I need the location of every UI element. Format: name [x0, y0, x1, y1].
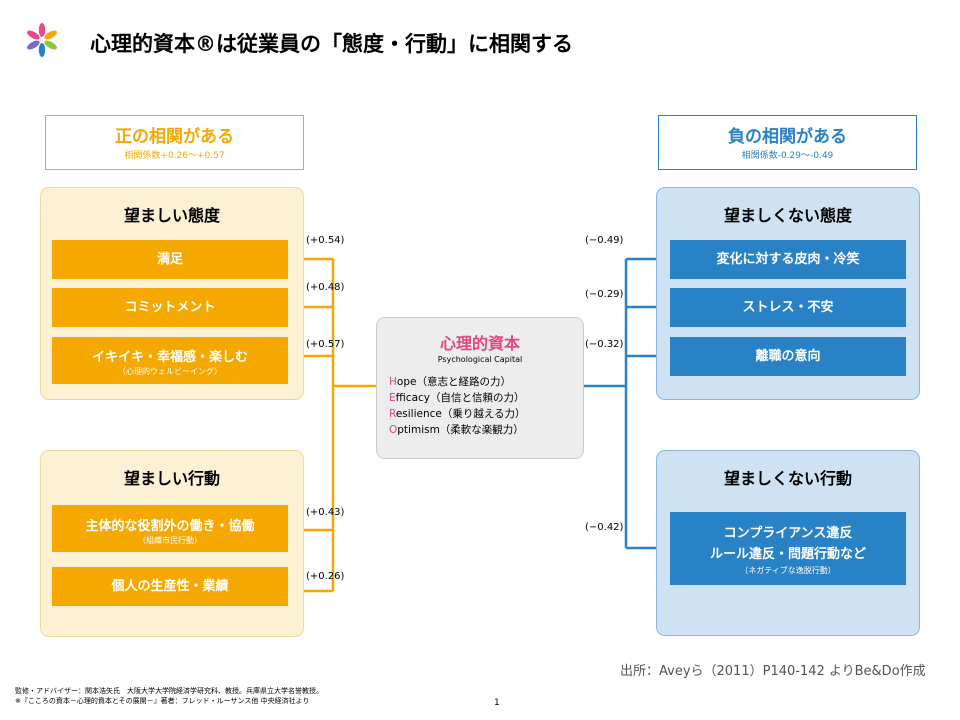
behavior-bar-sublabel: （組織市民行動） [138, 536, 202, 545]
flower-logo-icon [27, 23, 57, 57]
positive-range-text: 相関係数+0.26～+0.57 [124, 151, 225, 161]
attitude-bar-wellbeing: イキイキ・幸福感・楽しむ （心理的ウェルビーイング） [52, 337, 288, 384]
negative-range-text: 相関係数-0.29～-0.49 [741, 151, 834, 161]
hero-list: Hope（意志と経路の力） Efficacy（自信と信頼の力） Resilien… [389, 374, 583, 438]
center-subtitle: Psychological Capital [437, 355, 523, 364]
neg-behavior-bar-deviance: コンプライアンス違反 ルール違反・問題行動など （ネガティブな逸脱行動） [670, 512, 906, 585]
coef-cynicism: (−0.49) [585, 235, 624, 246]
neg-attitude-bar-label: 変化に対する皮肉・冷笑 [716, 252, 860, 267]
coef-citizenship: (+0.43) [306, 507, 345, 518]
page-number: 1 [494, 698, 500, 708]
attitude-bar-sublabel: （心理的ウェルビーイング） [118, 367, 222, 376]
hero-item-efficacy: Efficacy（自信と信頼の力） [389, 392, 525, 404]
neg-attitude-bar-cynicism: 変化に対する皮肉・冷笑 [670, 240, 906, 279]
attitude-bar-label: コミットメント [124, 300, 216, 315]
positive-correlation-heading: 正の相関がある 相関係数+0.26～+0.57 [45, 115, 304, 170]
neg-behavior-line2: ルール違反・問題行動など [709, 547, 866, 562]
neg-behavior-line1: コンプライアンス違反 [723, 526, 853, 541]
neg-attitude-bar-label: ストレス・不安 [742, 300, 834, 315]
positive-heading-text: 正の相関がある [115, 127, 234, 147]
coef-wellbeing: (+0.57) [306, 339, 345, 350]
center-title: 心理的資本 [439, 334, 520, 353]
footnote-supervisor: 監修・アドバイザー：関本浩矢氏 大阪大学大学院経済学研究科、教授。兵庫県立大学名… [15, 687, 323, 695]
neg-behavior-sublabel: （ネガティブな逸脱行動） [740, 566, 836, 575]
hero-item-optimism: Optimism（柔軟な楽観力） [389, 424, 524, 436]
coef-deviance: (−0.42) [585, 522, 624, 533]
neg-attitude-bar-stress: ストレス・不安 [670, 288, 906, 327]
behavior-bar-label: 主体的な役割外の働き・協働 [85, 519, 255, 534]
undesirable-attitudes-title: 望ましくない態度 [723, 206, 852, 225]
coef-productivity: (+0.26) [306, 571, 345, 582]
desirable-attitudes-title: 望ましい態度 [123, 206, 220, 225]
negative-heading-text: 負の相関がある [728, 127, 847, 147]
coef-commitment: (+0.48) [306, 282, 345, 293]
footnote-reference: ※『こころの資本－心理的資本とその展開－』著者：フレッド・ルーサンス他 中央経済… [15, 697, 310, 705]
coef-stress: (−0.29) [585, 289, 624, 300]
desirable-behaviors-title: 望ましい行動 [123, 469, 220, 488]
behavior-bar-productivity: 個人の生産性・業績 [52, 567, 288, 606]
behavior-bar-label: 個人の生産性・業績 [111, 579, 229, 594]
negative-correlation-heading: 負の相関がある 相関係数-0.29～-0.49 [658, 115, 917, 170]
coef-turnover: (−0.32) [585, 339, 624, 350]
coef-satisfaction: (+0.54) [306, 235, 345, 246]
attitude-bar-label: イキイキ・幸福感・楽しむ [91, 350, 248, 365]
neg-attitude-bar-label: 離職の意向 [755, 349, 821, 364]
attitude-bar-label: 満足 [156, 252, 183, 267]
psychological-capital-box: 心理的資本 Psychological Capital Hope（意志と経路の力… [376, 317, 584, 459]
hero-item-hope: Hope（意志と経路の力） [389, 376, 511, 388]
source-citation: 出所：Aveyら（2011）P140-142 よりBe&Do作成 [620, 664, 926, 679]
hero-item-resilience: Resilience（乗り越える力） [389, 408, 526, 420]
undesirable-behaviors-title: 望ましくない行動 [723, 469, 852, 488]
page-title: 心理的資本®は従業員の「態度・行動」に相関する [90, 32, 573, 56]
behavior-bar-citizenship: 主体的な役割外の働き・協働 （組織市民行動） [52, 505, 288, 552]
attitude-bar-commitment: コミットメント [52, 288, 288, 327]
attitude-bar-satisfaction: 満足 [52, 240, 288, 279]
neg-attitude-bar-turnover: 離職の意向 [670, 337, 906, 376]
